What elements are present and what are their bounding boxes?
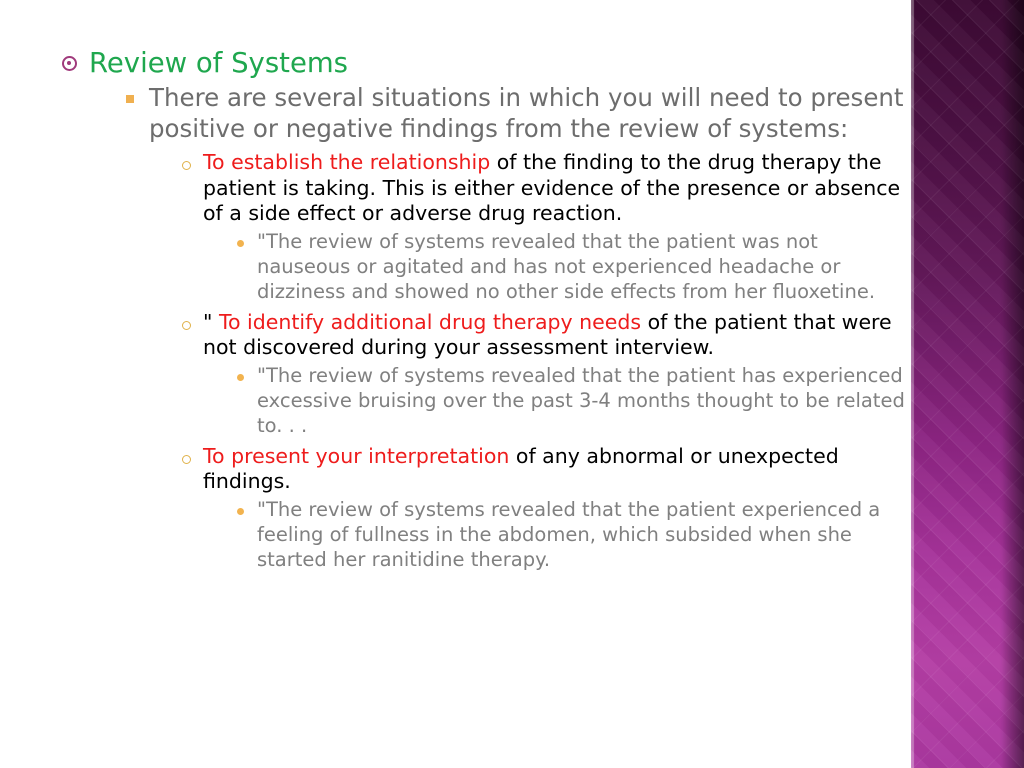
point-text: " To identify additional drug therapy ne… xyxy=(203,310,905,361)
example-quote: "The review of systems revealed that the… xyxy=(257,363,905,437)
target-circle-bullet-icon xyxy=(62,56,77,71)
outline-level-1: Review of Systems There are several situ… xyxy=(0,46,905,572)
dot-bullet-icon xyxy=(237,507,244,515)
decorative-side-band xyxy=(911,0,1024,768)
outline-level-4: "The review of systems revealed that the… xyxy=(203,497,905,572)
point-rest: of the finding to the drug therapy the p… xyxy=(203,150,901,225)
intro-text: There are several situations in which yo… xyxy=(149,83,904,143)
example-quote: "The review of systems revealed that the… xyxy=(257,497,881,571)
point-lead-highlight: To establish the relationship xyxy=(203,150,491,174)
hollow-circle-bullet-icon xyxy=(182,320,191,330)
dot-bullet-icon xyxy=(237,373,244,381)
point-lead-highlight: To identify additional drug therapy need… xyxy=(218,309,642,334)
list-item: " To identify additional drug therapy ne… xyxy=(179,310,905,438)
list-item: "The review of systems revealed that the… xyxy=(233,497,905,572)
band-left-highlight xyxy=(911,0,914,768)
point-lead-highlight: To present your interpretation xyxy=(203,443,510,468)
slide-content: Review of Systems There are several situ… xyxy=(0,46,905,572)
list-item: To present your interpretation of any ab… xyxy=(179,444,905,572)
point-rest: of any abnormal or unexpected findings. xyxy=(203,443,839,494)
page-title: Review of Systems xyxy=(89,47,348,79)
outline-level-4: "The review of systems revealed that the… xyxy=(203,363,905,438)
point-text: To present your interpretation of any ab… xyxy=(203,444,905,495)
dot-bullet-icon xyxy=(237,239,244,247)
slide-title-item: Review of Systems There are several situ… xyxy=(62,46,905,572)
list-item: "The review of systems revealed that the… xyxy=(233,363,905,438)
outline-level-2: There are several situations in which yo… xyxy=(89,82,905,572)
band-diamond-pattern xyxy=(911,0,1024,768)
band-right-shadow xyxy=(1002,0,1024,768)
hollow-circle-bullet-icon xyxy=(182,161,191,170)
intro-bullet-item: There are several situations in which yo… xyxy=(124,82,905,572)
outline-level-4: "The review of systems revealed that the… xyxy=(203,229,905,304)
list-item: To establish the relationship of the fin… xyxy=(179,150,905,304)
list-item: "The review of systems revealed that the… xyxy=(233,229,905,304)
point-text: To establish the relationship of the fin… xyxy=(203,150,905,227)
point-lead-plain: " xyxy=(203,309,219,334)
example-quote: "The review of systems revealed that the… xyxy=(257,229,876,303)
hollow-circle-bullet-icon xyxy=(182,454,191,464)
square-bullet-icon xyxy=(126,95,134,103)
point-rest: of the patient that were not discovered … xyxy=(203,309,892,360)
outline-level-3: To establish the relationship of the fin… xyxy=(149,150,905,572)
